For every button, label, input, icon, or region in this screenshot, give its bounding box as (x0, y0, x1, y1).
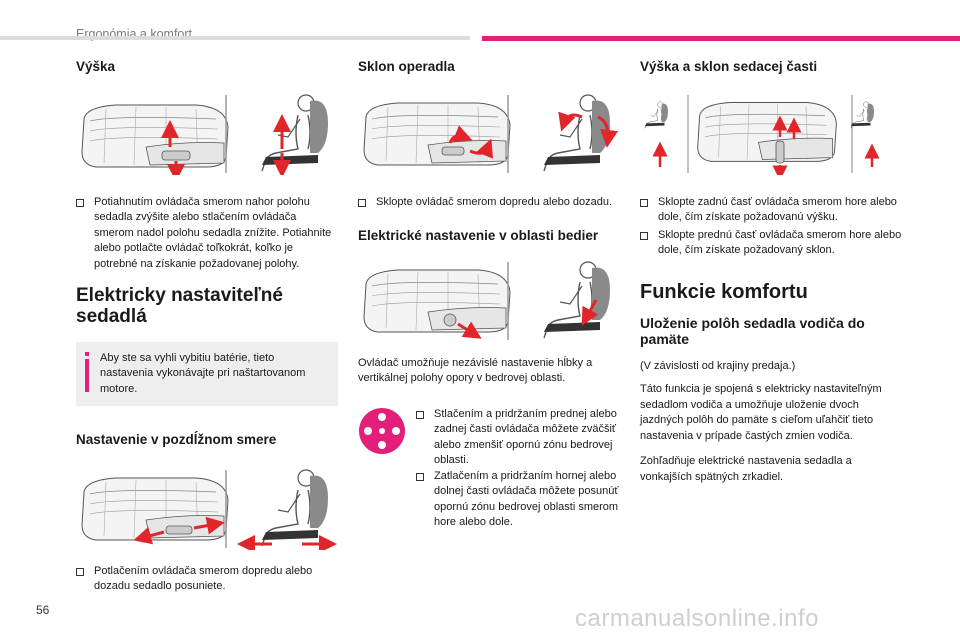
column-left: Výška Potiahnutím ovládača smerom nahor … (76, 52, 338, 595)
cushion-title: Výška a sklon sedacej časti (640, 59, 818, 74)
watermark: carmanualsonline.info (575, 605, 819, 632)
cushion-instruction-tilt: Sklopte prednú časť ovládača smerom hore… (640, 228, 902, 259)
lumbar-description: Ovládač umožňuje nezávislé nastavenie hĺ… (358, 356, 593, 385)
page-header: Ergonómia a komfort (0, 0, 960, 46)
longitudinal-title: Nastavenie v pozdĺžnom smere (76, 432, 277, 448)
lumbar-control-icon (359, 407, 405, 454)
column-middle: Sklon operadla Sklopte ovládač smerom do… (358, 52, 620, 547)
cushion-instruction-height: Sklopte zadnú časť ovládača smerom hore … (640, 195, 902, 226)
lumbar-title: Elektrické nastavenie v oblasti bedier (358, 228, 599, 244)
height-illustration (76, 93, 338, 182)
battery-note: Aby ste sa vyhli vybitiu batérie, tieto … (76, 341, 338, 407)
height-instruction: Potiahnutím ovládača smerom nahor polohu… (76, 195, 338, 273)
cushion-illustration (640, 93, 902, 181)
backrest-illustration (358, 93, 620, 175)
longitudinal-illustration (76, 468, 338, 553)
lumbar-control-block: Stlačením a pridržaním prednej alebo zad… (358, 407, 620, 547)
page-number: 56 (36, 603, 50, 617)
column-right: Výška a sklon sedacej časti Sklopte zadn… (640, 52, 902, 485)
memory-scope: Zohľadňuje elektrické nastavenia sedadla… (640, 455, 852, 483)
battery-note-text: Aby ste sa vyhli vybitiu batérie, tieto … (100, 351, 306, 395)
memory-description: Táto funkcia je spojená s elektricky nas… (640, 383, 882, 442)
electric-seats-title: Elektricky nastaviteľné sedadlá (76, 285, 283, 327)
lumbar-instruction-depth: Stlačením a pridržaním prednej alebo zad… (416, 407, 620, 469)
longitudinal-instruction: Potlačením ovládača smerom dopredu alebo… (76, 564, 338, 595)
backrest-instruction: Sklopte ovládač smerom dopredu alebo doz… (358, 195, 620, 211)
backrest-title: Sklon operadla (358, 59, 455, 74)
lumbar-instruction-height: Zatlačením a pridržaním hornej alebo dol… (416, 469, 620, 531)
lumbar-illustration (358, 260, 620, 342)
memory-title: Uloženie polôh sedadla vodiča do pamäte (640, 314, 865, 347)
header-rule-grey (0, 36, 470, 40)
memory-availability: (V závislosti od krajiny predaja.) (640, 359, 796, 372)
comfort-title: Funkcie komfortu (640, 280, 808, 303)
height-title: Výška (76, 59, 116, 74)
info-icon (85, 351, 89, 392)
header-rule-accent (482, 36, 960, 41)
